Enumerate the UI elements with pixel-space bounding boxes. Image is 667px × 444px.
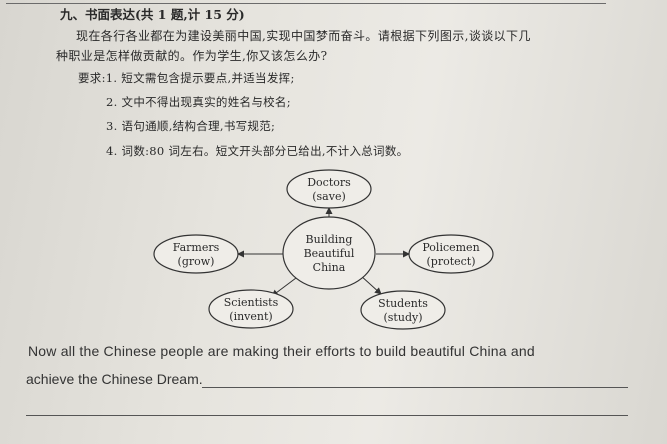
node-doctors: Doctors (save) [286,169,372,209]
arrow-to-students [359,274,382,295]
essay-opening-line-2: achieve the Chinese Dream. [26,371,203,387]
doctors-verb: (save) [312,190,346,203]
requirement-3: 3. 语句通顺,结构合理,书写规范; [106,119,276,133]
requirement-4: 4. 词数:80 词左右。短文开头部分已给出,不计入总词数。 [106,144,409,158]
prompt-line-1: 现在各行各业都在为建设美丽中国,实现中国梦而奋斗。请根据下列图示,谈谈以下几 [76,29,531,43]
top-rule [6,3,606,4]
center-line-3: China [313,261,346,274]
scientists-label: Scientists [224,296,279,309]
center-line-2: Beautiful [304,247,355,260]
answer-line-2[interactable] [26,415,628,416]
farmers-verb: (grow) [178,255,215,268]
requirement-2: 2. 文中不得出现真实的姓名与校名; [106,95,291,109]
farmers-label: Farmers [173,241,220,254]
prompt-line-2: 种职业是怎样做贡献的。作为学生,你又该怎么办? [56,49,328,63]
scientists-verb: (invent) [229,310,272,323]
requirement-1: 要求:1. 短文需包含提示要点,并适当发挥; [78,71,295,85]
center-line-1: Building [306,233,353,246]
students-verb: (study) [384,311,423,324]
node-policemen: Policemen (protect) [408,234,494,274]
policemen-label: Policemen [422,241,479,254]
section-heading: 九、书面表达(共 1 题,计 15 分) [60,7,245,22]
students-label: Students [378,297,428,310]
doctors-label: Doctors [307,176,351,189]
node-center: Building Beautiful China [282,216,376,290]
essay-opening-line-1: Now all the Chinese people are making th… [28,343,535,359]
node-farmers: Farmers (grow) [153,234,239,274]
answer-line-1[interactable] [202,387,628,388]
node-scientists: Scientists (invent) [208,289,294,329]
arrow-to-scientists [271,274,301,297]
node-students: Students (study) [360,290,446,330]
policemen-verb: (protect) [426,255,475,268]
